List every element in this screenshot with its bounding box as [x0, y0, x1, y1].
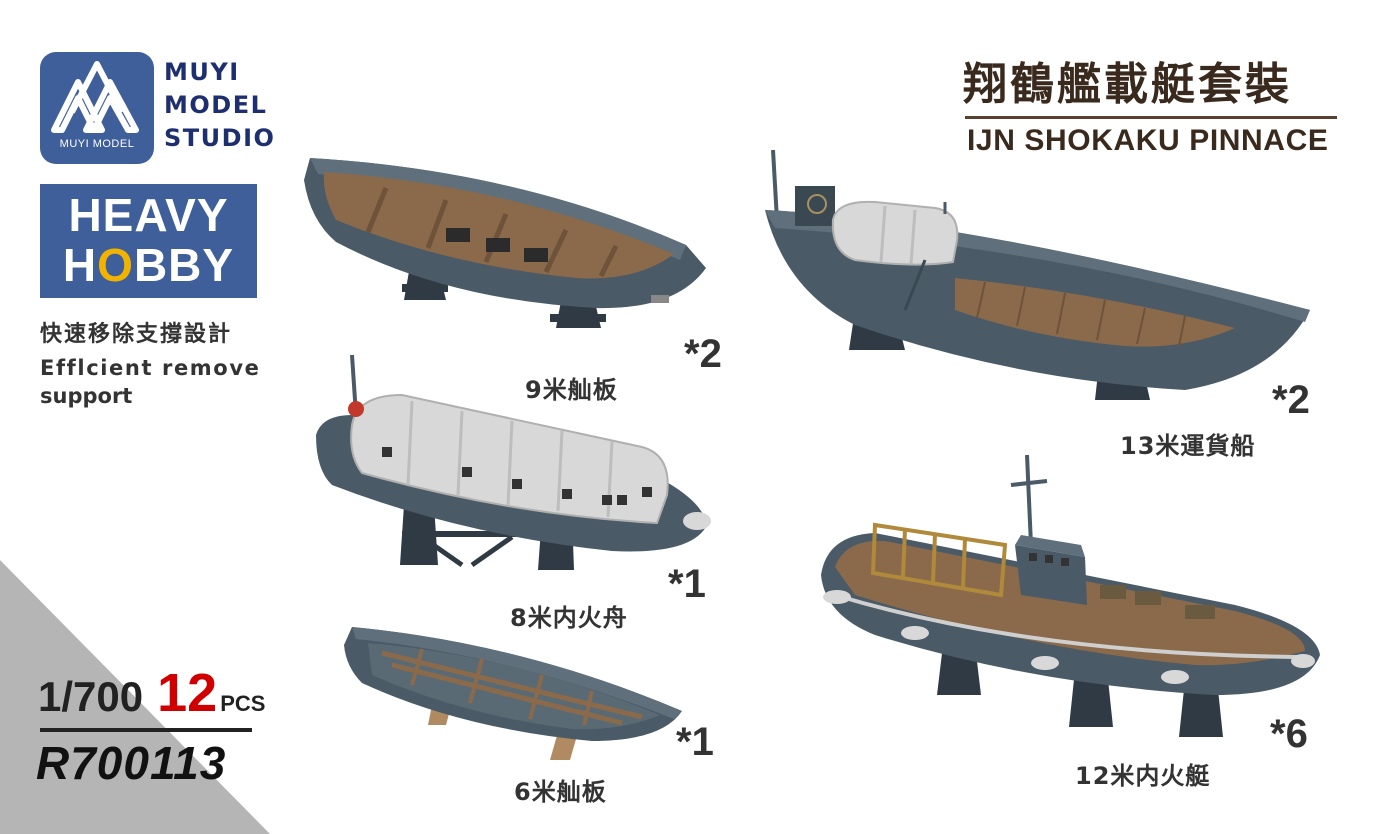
heavy-hobby-bby: BBY	[133, 239, 235, 291]
boat-12m-motorboat-label: 12米内火艇	[1075, 762, 1211, 790]
boat-6m-cutter-label: 6米舢板	[514, 778, 607, 806]
boat-8m-launch-image	[312, 354, 712, 585]
piece-count: 12	[157, 663, 218, 723]
heavy-hobby-o: O	[97, 239, 134, 291]
title-en: IJN SHOKAKU PINNACE	[967, 124, 1329, 157]
muyi-logo: MUYI MODEL	[40, 52, 154, 164]
brand-name: MUYI MODEL STUDIO	[164, 56, 275, 155]
brand-name-line-2: MODEL	[164, 91, 268, 119]
boat-12m-motorboat-qty: *6	[1270, 712, 1308, 756]
heavy-hobby-line-2: HOBBY	[40, 238, 257, 292]
boat-6m-cutter-image	[342, 625, 687, 770]
brand-name-line-1: MUYI	[164, 58, 240, 86]
boat-9m-cutter-qty: *2	[684, 332, 722, 376]
boat-13m-cargo-label: 13米運貨船	[1120, 432, 1256, 460]
product-code: R700113	[36, 737, 227, 789]
heavy-hobby-logo: HEAVY HOBBY	[40, 184, 257, 298]
heavy-hobby-h: H	[62, 239, 98, 291]
support-en-line-2: support	[40, 384, 133, 408]
boat-8m-launch-qty: *1	[668, 562, 706, 606]
scale-text: 1/700	[38, 673, 144, 720]
heavy-hobby-line-1: HEAVY	[68, 189, 229, 241]
support-en-line-1: Efflcient remove	[40, 356, 261, 380]
boat-9m-cutter-label: 9米舢板	[525, 376, 618, 404]
support-cn-text: 快速移除支撐設計	[40, 322, 233, 347]
title-divider	[965, 116, 1337, 119]
boat-9m-cutter-image	[296, 150, 726, 340]
muyi-logo-mark-icon	[51, 61, 139, 133]
scale-divider	[40, 728, 252, 732]
boat-8m-launch-label: 8米内火舟	[510, 604, 628, 632]
muyi-logo-caption: MUYI MODEL	[59, 138, 135, 150]
boat-6m-cutter-qty: *1	[676, 720, 714, 764]
title-cn: 翔鶴艦載艇套裝	[963, 59, 1292, 110]
boat-13m-cargo-qty: *2	[1272, 378, 1310, 422]
boat-12m-motorboat-image	[815, 454, 1325, 745]
support-en-text: Efflcient remove support	[40, 354, 270, 410]
brand-name-line-3: STUDIO	[164, 124, 276, 152]
pcs-text: PCS	[220, 691, 266, 716]
boat-13m-cargo-image	[765, 149, 1315, 410]
